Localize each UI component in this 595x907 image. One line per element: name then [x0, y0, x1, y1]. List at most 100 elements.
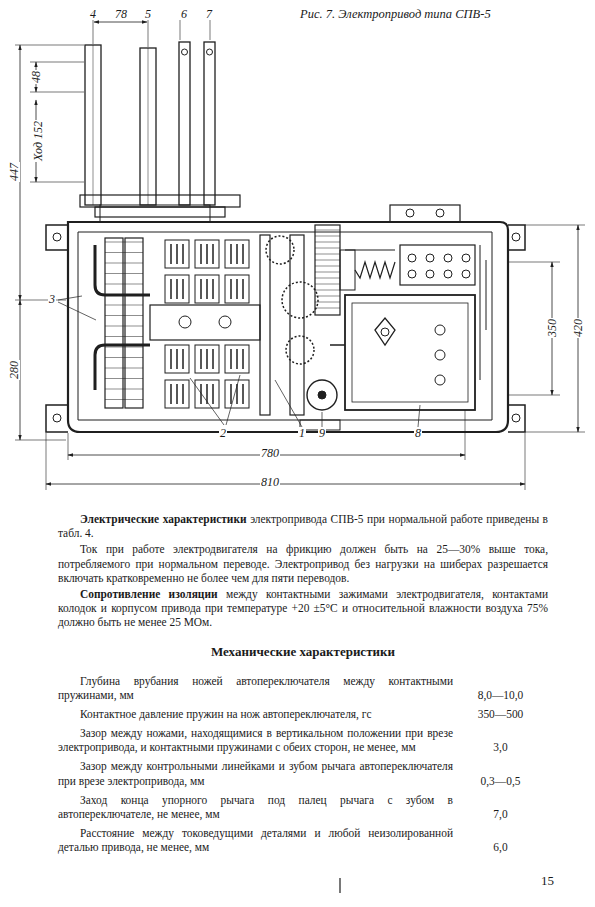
drawing-line — [46, 433, 47, 490]
drawing-line — [93, 45, 94, 205]
drawing-circle — [219, 316, 231, 328]
callout-number: 6 — [180, 8, 188, 20]
drawing-circle — [436, 209, 444, 217]
drawing-line — [315, 278, 340, 279]
drawing-path — [375, 318, 395, 345]
drawing-line — [105, 347, 143, 348]
drawing-part — [105, 238, 123, 408]
drawing-line — [15, 45, 84, 46]
drawing-circle — [426, 254, 434, 262]
drawing-path — [68, 222, 508, 432]
drawing-line — [105, 294, 143, 295]
callout-number: 3 — [48, 293, 56, 305]
paragraph: Ток при работе электродвигателя на фрикц… — [58, 542, 548, 585]
drawing-line — [30, 62, 84, 63]
drawing-circle — [179, 316, 191, 328]
drawing-line — [339, 878, 340, 893]
drawing-line — [190, 378, 224, 425]
drawing-part — [150, 305, 260, 340]
callout-number: 4 — [89, 8, 97, 20]
drawing-line — [200, 279, 202, 299]
drawing-line — [182, 279, 184, 299]
drawing-line — [480, 245, 481, 380]
dimension-label: Ход 152 — [32, 120, 44, 162]
drawing-line — [315, 266, 340, 267]
dimension-label: 780 — [260, 447, 280, 459]
drawing-part — [195, 380, 219, 408]
table-row: Контактное давление пружин на нож автопе… — [58, 707, 548, 721]
drawing-line — [148, 48, 149, 205]
callout-number: 2 — [219, 427, 227, 439]
drawing-circle — [512, 233, 520, 241]
drawing-line — [200, 349, 202, 369]
dimension-label: 280 — [8, 360, 20, 380]
drawing-part — [225, 345, 249, 373]
drawing-line — [58, 302, 96, 320]
drawing-part — [352, 303, 468, 402]
drawing-part — [165, 240, 189, 268]
drawing-line — [345, 250, 395, 251]
dimension-label: 447 — [8, 162, 20, 182]
drawing-line — [212, 279, 214, 299]
drawing-part — [290, 235, 304, 415]
drawing-line — [206, 244, 208, 264]
drawing-line — [176, 279, 178, 299]
drawing-line — [105, 378, 143, 379]
drawing-part — [165, 275, 189, 303]
drawing-line — [15, 440, 66, 441]
drawing-line — [105, 336, 143, 337]
drawing-circle — [435, 375, 445, 385]
drawing-part — [225, 380, 249, 408]
drawing-part — [125, 238, 143, 408]
paragraph-text: Ток при работе электродвигателя на фрикц… — [58, 543, 548, 583]
drawing-part — [204, 42, 215, 205]
drawing-line — [182, 384, 184, 404]
drawing-line — [418, 405, 420, 427]
drawing-circle — [462, 270, 470, 278]
drawing-circle — [282, 282, 318, 318]
callout-number: 7 — [205, 8, 213, 20]
drawing-circle — [207, 49, 213, 55]
drawing-line — [170, 279, 172, 299]
drawing-line — [330, 344, 345, 346]
drawing-line — [236, 244, 238, 264]
drawing-line — [230, 279, 232, 299]
drawing-line — [170, 384, 172, 404]
drawing-circle — [318, 391, 326, 399]
drawing-line — [200, 244, 202, 264]
table-value: 0,3—0,5 — [453, 774, 548, 788]
text-block: Электрические характеристики электроприв… — [58, 512, 548, 859]
drawing-circle — [444, 270, 452, 278]
drawing-part — [165, 380, 189, 408]
drawing-line — [105, 242, 143, 243]
drawing-line — [105, 305, 143, 306]
callout-number: 5 — [144, 8, 152, 20]
callout-number: 9 — [318, 427, 326, 439]
drawing-line — [236, 349, 238, 369]
callout-number: 8 — [414, 427, 422, 439]
table-row: Зазор между контрольными линейками и зуб… — [58, 759, 548, 787]
table-cell: Расстояние между токоведущими деталями и… — [58, 826, 453, 854]
drawing-line — [315, 284, 340, 285]
drawing-line — [105, 326, 143, 327]
drawing-part — [340, 250, 355, 290]
drawing-line — [226, 375, 240, 425]
drawing-circle — [307, 380, 337, 410]
drawing-line — [242, 279, 244, 299]
drawing-path — [355, 262, 395, 278]
drawing-circle — [435, 350, 445, 360]
drawing-line — [315, 236, 340, 237]
drawing-circle — [435, 325, 445, 335]
drawing-line — [275, 380, 302, 427]
drawing-line — [58, 296, 82, 300]
drawing-part — [195, 345, 219, 373]
drawing-line — [206, 349, 208, 369]
drawing-line — [315, 248, 340, 249]
drawing-line — [148, 20, 149, 47]
drawing-part — [179, 42, 190, 205]
paragraph: Электрические характеристики электроприв… — [58, 512, 548, 540]
drawing-line — [525, 433, 526, 490]
drawing-line — [206, 279, 208, 299]
drawing-line — [212, 384, 214, 404]
drawing-circle — [53, 233, 61, 241]
